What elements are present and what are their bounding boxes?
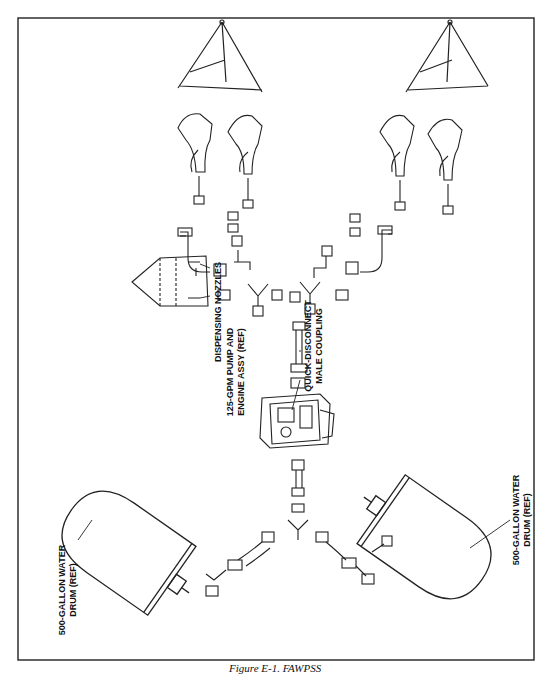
frame: [18, 18, 534, 660]
part-label: 500-GALLON WATER DRUM (REF): [511, 470, 533, 570]
fitting: [290, 214, 392, 314]
figure-caption: Figure E-1. FAWPSS: [229, 662, 321, 674]
part-label: 500-GALLON WATER DRUM (REF): [57, 540, 79, 640]
part-label: 125-GPM PUMP AND ENGINE ASSY (REF): [225, 322, 247, 422]
water-drum: [340, 463, 506, 614]
hose: [206, 460, 392, 596]
pump-engine-assy: [260, 394, 334, 448]
nozzle: [178, 114, 462, 214]
nozzle-bag: [132, 256, 208, 306]
fitting: [178, 212, 282, 316]
part-label: DISPENSING NOZZLES: [213, 242, 224, 382]
tripod: [178, 20, 488, 92]
part-label: QUICK-DISCONNECT MALE COUPLING: [303, 296, 325, 396]
leader-line: [78, 264, 510, 548]
